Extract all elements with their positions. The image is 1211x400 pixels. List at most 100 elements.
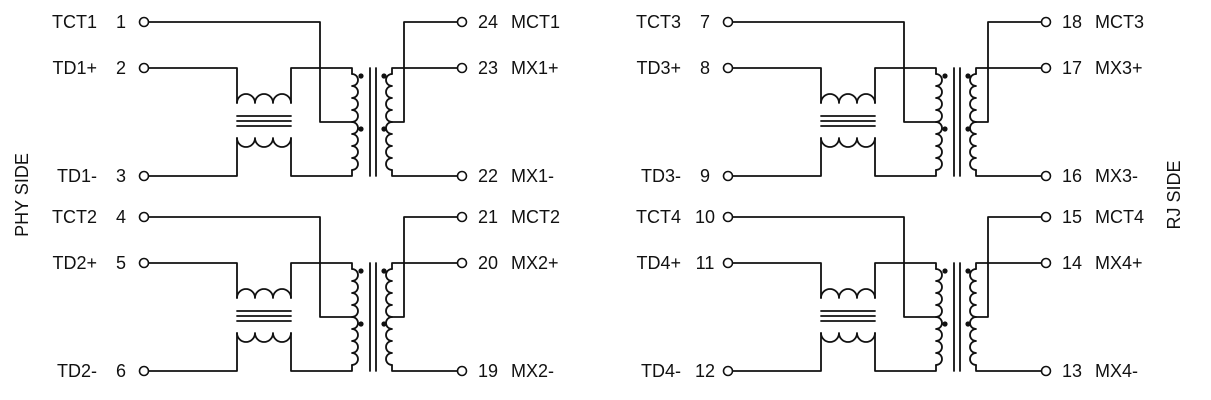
phy-side-label: PHY SIDE <box>12 153 32 237</box>
left-pin-terminal <box>138 16 150 28</box>
secondary-lower-coil <box>969 316 977 366</box>
right-pin-name: MX2- <box>511 361 554 381</box>
left-pin-number: 3 <box>116 166 126 186</box>
center-tap-wire <box>731 21 937 123</box>
right-pin-terminal <box>456 211 468 223</box>
left-pin-terminal <box>138 170 150 182</box>
left-pin-number: 6 <box>116 361 126 381</box>
left-pin-name: TD2- <box>57 361 97 381</box>
left-pin-name: TCT3 <box>636 12 681 32</box>
right-pin-name: MCT3 <box>1095 12 1144 32</box>
transformer-core <box>369 262 377 372</box>
choke-upper-coil <box>820 93 876 104</box>
right-pin-name: MX3+ <box>1095 58 1143 78</box>
primary-lower-coil <box>351 121 359 171</box>
left-pin-number: 10 <box>695 207 715 227</box>
polarity-dot <box>965 73 971 79</box>
rj-side-label: RJ SIDE <box>1164 160 1184 229</box>
choke-bottom-out-wire <box>290 137 353 177</box>
polarity-dot <box>358 73 364 79</box>
center-tap-wire <box>147 216 353 318</box>
primary-upper-coil <box>935 73 943 123</box>
right-pin-number: 14 <box>1062 253 1082 273</box>
primary-upper-coil <box>351 73 359 123</box>
left-pin-number: 1 <box>116 12 126 32</box>
choke-lower-coil <box>236 332 292 343</box>
polarity-dot <box>381 126 387 132</box>
choke-lower-coil <box>820 332 876 343</box>
right-pin-number: 15 <box>1062 207 1082 227</box>
left-pin-name: TD3+ <box>636 58 681 78</box>
center-tap-wire <box>147 21 353 123</box>
polarity-dot <box>965 268 971 274</box>
right-pin-terminal <box>456 16 468 28</box>
td-plus-wire <box>147 67 238 104</box>
secondary-lower-coil <box>385 121 393 171</box>
mx-minus-wire <box>391 364 459 372</box>
right-pin-name: MCT2 <box>511 207 560 227</box>
left-pin-name: TCT4 <box>636 207 681 227</box>
choke-top-out-wire <box>874 67 937 104</box>
left-pin-name: TD1+ <box>52 58 97 78</box>
mx-minus-wire <box>975 364 1043 372</box>
right-pin-terminal <box>1040 170 1052 182</box>
choke-bottom-out-wire <box>874 332 937 372</box>
right-pin-name: MX2+ <box>511 253 559 273</box>
left-pin-terminal <box>138 365 150 377</box>
choke-bottom-out-wire <box>290 332 353 372</box>
right-pin-number: 13 <box>1062 361 1082 381</box>
polarity-dot <box>381 73 387 79</box>
left-pin-number: 12 <box>695 361 715 381</box>
left-pin-number: 5 <box>116 253 126 273</box>
left-pin-number: 4 <box>116 207 126 227</box>
choke-lower-coil <box>236 137 292 148</box>
right-pin-terminal <box>1040 211 1052 223</box>
right-pin-terminal <box>1040 257 1052 269</box>
right-pin-terminal <box>456 170 468 182</box>
td-minus-wire <box>147 137 238 177</box>
td-plus-wire <box>731 262 822 299</box>
polarity-dot <box>942 126 948 132</box>
left-pin-terminal <box>722 211 734 223</box>
left-pin-name: TD4+ <box>636 253 681 273</box>
primary-lower-coil <box>351 316 359 366</box>
right-pin-number: 21 <box>478 207 498 227</box>
td-minus-wire <box>731 332 822 372</box>
choke-core <box>236 310 292 322</box>
choke-core <box>820 115 876 127</box>
left-pin-terminal <box>722 257 734 269</box>
right-pin-name: MX4- <box>1095 361 1138 381</box>
left-pin-terminal <box>722 62 734 74</box>
primary-lower-coil <box>935 121 943 171</box>
secondary-lower-coil <box>969 121 977 171</box>
mx-plus-wire <box>975 67 1043 75</box>
right-pin-terminal <box>456 62 468 74</box>
right-pin-number: 19 <box>478 361 498 381</box>
mx-minus-wire <box>975 169 1043 177</box>
left-pin-name: TCT1 <box>52 12 97 32</box>
left-pin-number: 2 <box>116 58 126 78</box>
choke-core <box>820 310 876 322</box>
td-plus-wire <box>731 67 822 104</box>
left-pin-name: TD4- <box>641 361 681 381</box>
choke-top-out-wire <box>874 262 937 299</box>
polarity-dot <box>381 268 387 274</box>
left-pin-name: TD2+ <box>52 253 97 273</box>
right-pin-number: 23 <box>478 58 498 78</box>
polarity-dot <box>381 321 387 327</box>
left-pin-terminal <box>138 257 150 269</box>
secondary-upper-coil <box>969 268 977 318</box>
right-pin-name: MX4+ <box>1095 253 1143 273</box>
left-pin-number: 11 <box>696 253 715 273</box>
td-minus-wire <box>147 332 238 372</box>
secondary-lower-coil <box>385 316 393 366</box>
choke-bottom-out-wire <box>874 137 937 177</box>
choke-upper-coil <box>820 288 876 299</box>
right-pin-name: MX3- <box>1095 166 1138 186</box>
secondary-center-tap-wire <box>975 216 1043 318</box>
mx-plus-wire <box>391 262 459 270</box>
secondary-center-tap-wire <box>975 21 1043 123</box>
